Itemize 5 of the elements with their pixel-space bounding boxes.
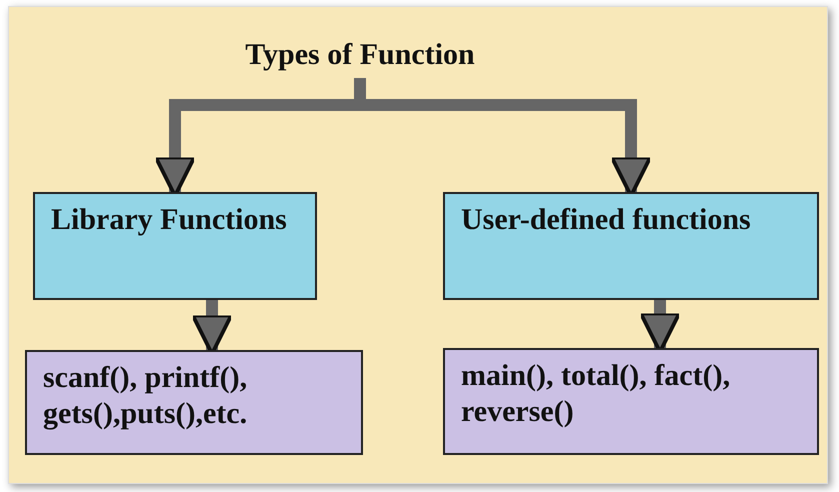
- function-box: main(), total(), fact(), reverse(): [443, 348, 819, 455]
- function-box: User-defined functions: [443, 192, 819, 300]
- title-text: Types of Function: [225, 38, 495, 78]
- function-box: Library Functions: [33, 192, 317, 300]
- function-box: scanf(), printf(), gets(),puts(),etc.: [25, 350, 363, 455]
